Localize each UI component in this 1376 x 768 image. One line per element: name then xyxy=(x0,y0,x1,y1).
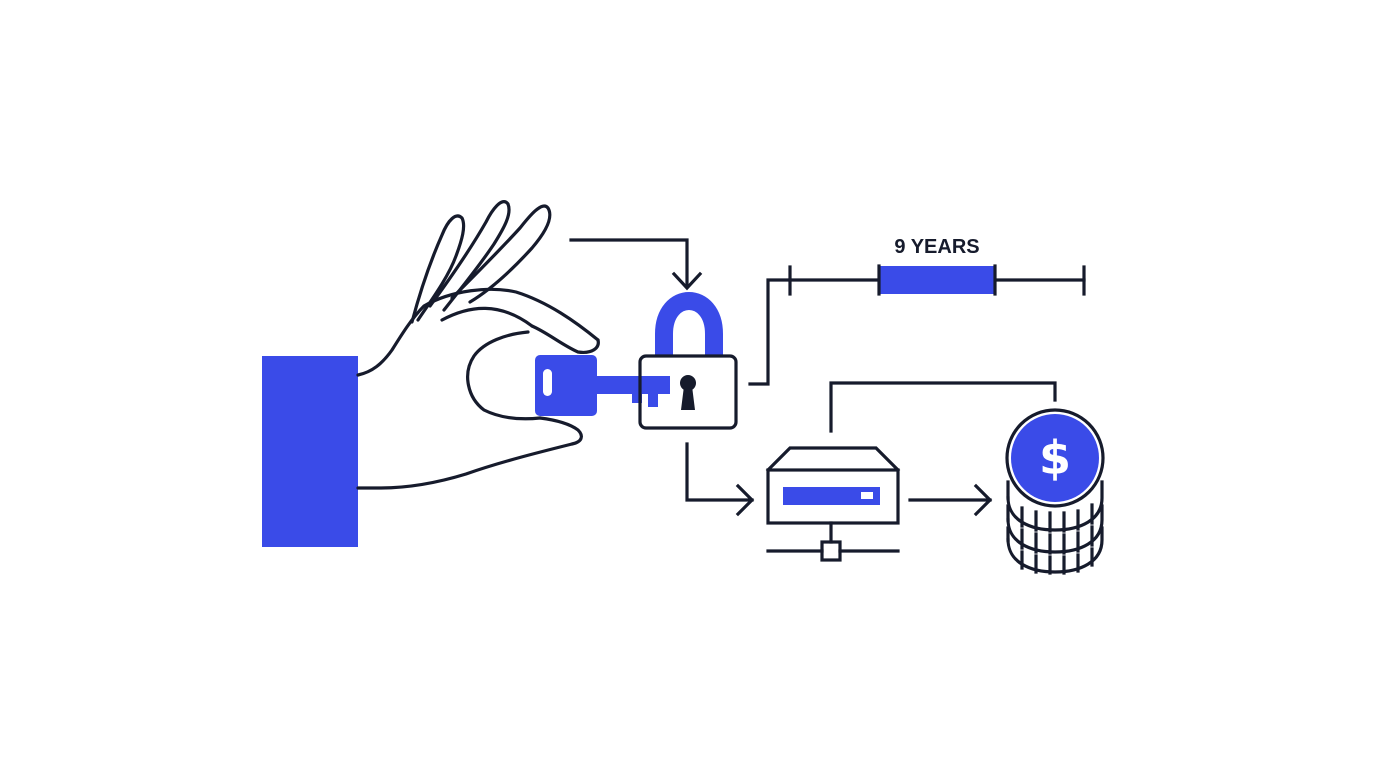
keyhole-stem xyxy=(681,386,695,410)
dollar-icon: $ xyxy=(1039,431,1071,485)
timeline-label: 9 YEARS xyxy=(894,236,979,258)
server-drive-slot xyxy=(783,487,880,505)
lock-timeline-connector xyxy=(748,278,792,386)
key-icon xyxy=(535,355,670,416)
timeline-duration-highlight xyxy=(879,266,995,294)
sleeve-cuff xyxy=(262,356,358,547)
hand-icon xyxy=(356,200,600,490)
timeline-bar xyxy=(788,264,1086,296)
arrow-icon xyxy=(685,442,755,517)
server-icon xyxy=(765,446,901,562)
arrow-icon xyxy=(908,483,993,517)
arrow-icon xyxy=(569,238,703,291)
padlock-icon xyxy=(638,292,738,430)
coin-face xyxy=(1011,414,1099,502)
server-coin-connector xyxy=(829,381,1057,433)
coin-stack-icon xyxy=(1005,408,1105,575)
